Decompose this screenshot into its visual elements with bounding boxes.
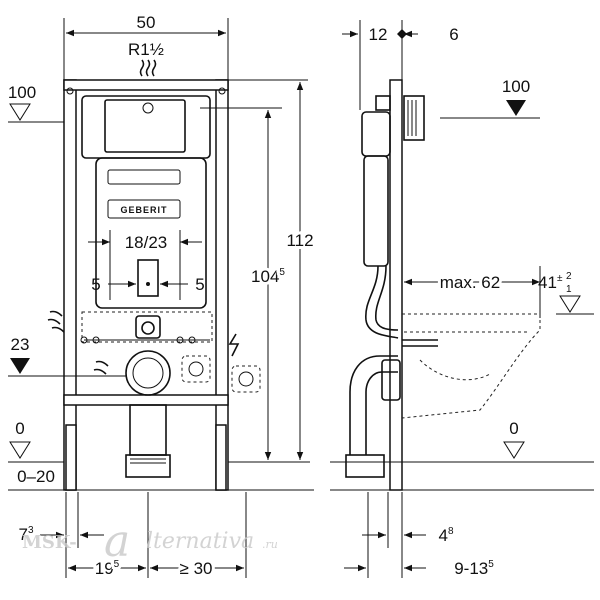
electrical-box <box>231 365 261 393</box>
side-cistern-body <box>363 155 389 267</box>
drain-connector <box>137 259 159 297</box>
bottom-left-label: 19 <box>95 559 114 578</box>
watermark-tld: .ru <box>262 538 278 551</box>
logo-text: GEBERIT <box>120 205 167 215</box>
side-level-100-marker <box>506 100 526 116</box>
side-view: 12 6 max. 62 41 ± 2 1 <box>330 20 594 578</box>
level-23-label: 23 <box>11 335 30 354</box>
cistern-top <box>81 95 211 159</box>
side-bottom-small-label: 4 <box>438 526 447 545</box>
svg-text:195: 195 <box>95 559 120 578</box>
frame-bottom-rail <box>63 394 229 406</box>
offset-left-label: 5 <box>91 275 100 294</box>
leg-dim-sup: 3 <box>28 525 34 536</box>
floor-range-label: 0–20 <box>17 467 55 486</box>
side-bottom-range-label: 9-13 <box>454 559 488 578</box>
drain-outlet <box>125 350 171 396</box>
watermark-prefix: MSK- <box>22 532 77 553</box>
depth-right-label: 6 <box>449 25 458 44</box>
max-projection-label: max. 62 <box>440 273 500 292</box>
cistern-body <box>95 157 207 309</box>
side-flush-plate <box>403 95 425 141</box>
seat-level-marker <box>559 295 581 313</box>
height-inner-sup: 5 <box>279 267 285 278</box>
seat-tol-minus: 1 <box>566 284 572 295</box>
bottom-right-label: ≥ 30 <box>180 559 213 578</box>
svg-text:48: 48 <box>438 526 453 545</box>
side-frame-upright <box>389 79 403 491</box>
side-bottom-range-sup: 5 <box>488 559 494 570</box>
bolt-spacing-label: 18/23 <box>125 233 168 252</box>
level-0-marker <box>9 441 31 459</box>
level-0-label: 0 <box>15 419 24 438</box>
level-100-marker <box>9 103 31 121</box>
side-level-100-label: 100 <box>502 77 530 96</box>
watermark-mark: a <box>104 516 130 567</box>
drain-pipe <box>129 404 167 456</box>
svg-text:9-135: 9-135 <box>454 559 494 578</box>
leg-dim-label: 7 <box>18 525 27 544</box>
level-100-label: 100 <box>8 83 36 102</box>
wc-bowl-outline <box>401 313 541 419</box>
width-label: 50 <box>137 13 156 32</box>
svg-text:73: 73 <box>18 525 33 544</box>
level-23-marker <box>10 358 30 374</box>
side-drain-socket <box>345 454 385 478</box>
front-view: 50 R1½ GEBERIT 18/23 5 5 <box>8 13 317 581</box>
side-level-0-marker <box>503 441 525 459</box>
watermark: MSK- a lternativa .ru <box>22 516 278 567</box>
svg-text:1045: 1045 <box>251 267 285 286</box>
water-inlet-icon <box>47 310 65 333</box>
side-level-0-label: 0 <box>509 419 518 438</box>
waste-icon <box>93 360 109 375</box>
svg-text:±: ± <box>557 273 563 284</box>
watermark-suffix: lternativa <box>146 529 254 554</box>
side-bottom-small-sup: 8 <box>448 526 454 537</box>
height-total-label: 112 <box>286 231 313 250</box>
side-drain-bend <box>349 355 398 455</box>
flush-plate-logo <box>107 199 181 219</box>
offset-right-label: 5 <box>195 275 204 294</box>
seat-tol-plus: 2 <box>566 271 572 282</box>
seat-height-label: 41 <box>538 273 557 292</box>
frame-top-rail <box>63 79 229 91</box>
side-flush-pipe <box>365 265 399 339</box>
depth-left-label: 12 <box>369 25 388 44</box>
drain-pipe-socket <box>125 454 171 478</box>
electrical-icon <box>228 333 240 357</box>
side-cistern-top <box>361 111 391 157</box>
thread-label: R1½ <box>128 40 164 59</box>
water-supply-icon <box>139 59 157 77</box>
height-inner-label: 104 <box>251 267 279 286</box>
